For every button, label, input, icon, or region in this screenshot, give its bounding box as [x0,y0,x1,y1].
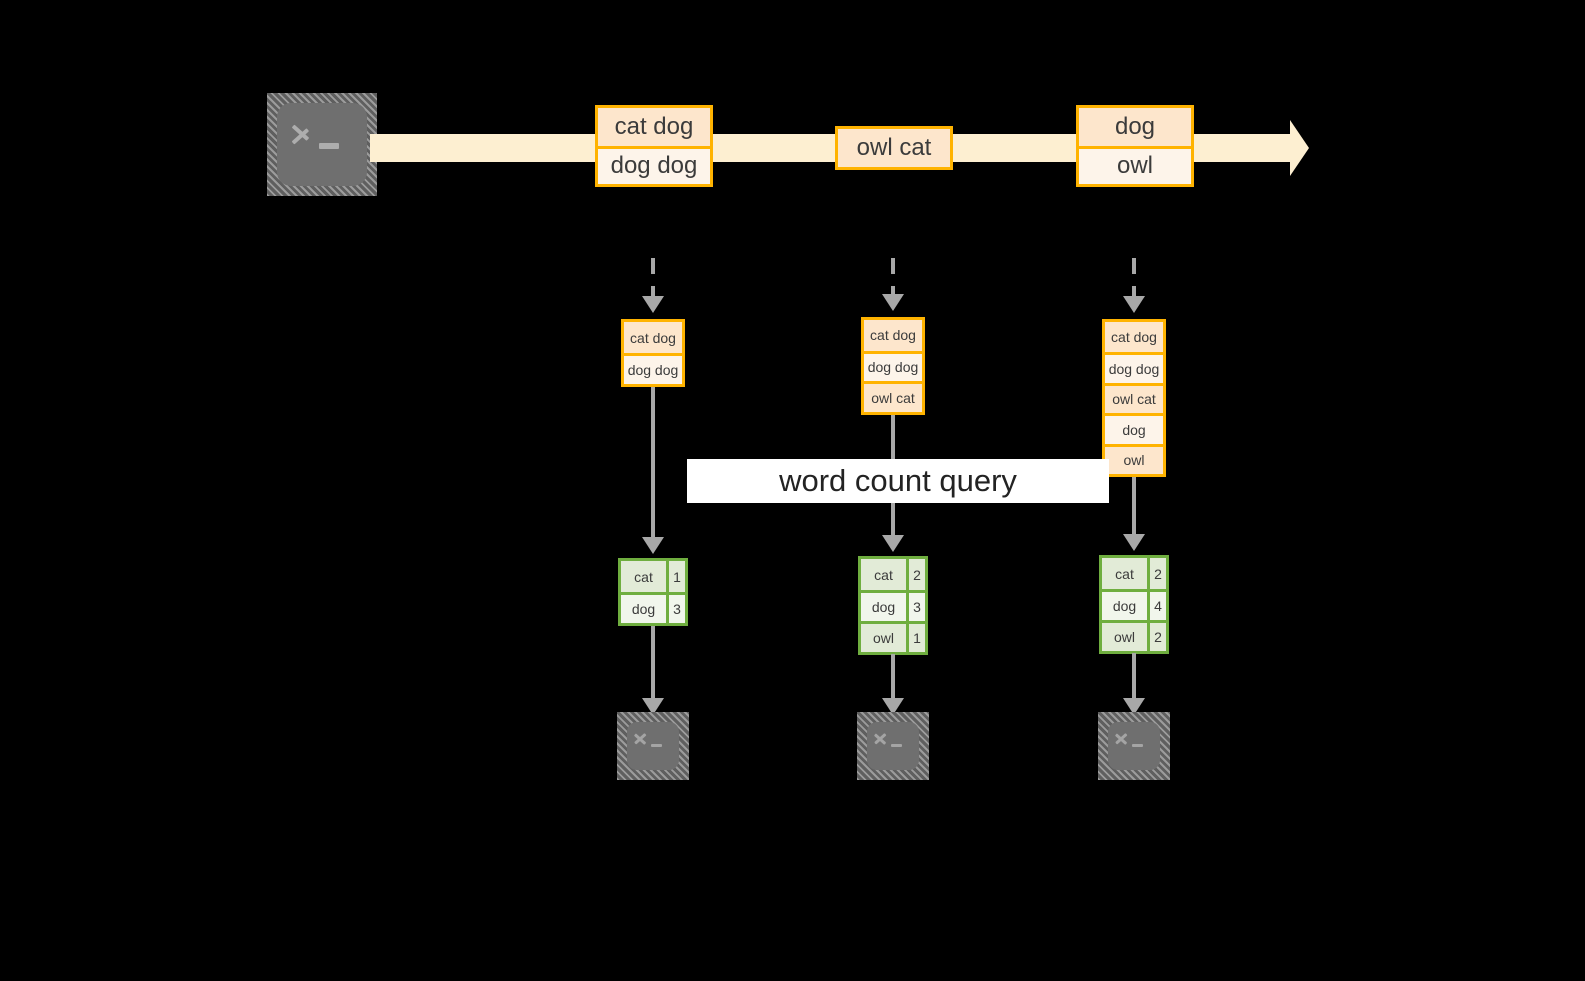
table-row: dog 3 [861,590,925,621]
prompt-underscore-icon [650,743,663,748]
accumulated-line: owl cat [864,381,922,412]
accumulated-line: cat dog [624,322,682,353]
arrow-down-icon [642,537,664,554]
result-word: cat [621,561,666,592]
trigger-1-input-line [651,258,655,298]
stream-arrowhead-icon [1290,120,1309,176]
query-banner: word count query [687,459,1109,503]
stream-batch-2: owl cat [835,126,953,170]
result-word: owl [861,624,906,652]
table-row: cat 2 [1102,558,1166,589]
prompt-underscore-icon [1131,743,1144,748]
prompt-chevron-icon [1116,731,1130,747]
trigger-3-input-line [1132,258,1136,298]
accumulated-line: owl cat [1105,382,1163,414]
result-word: dog [1102,592,1147,620]
prompt-chevron-icon [875,731,889,747]
terminal-screen [627,722,679,770]
result-count: 2 [1147,558,1166,589]
arrow-down-icon [882,535,904,552]
result-word: dog [861,593,906,621]
trigger-2-result-table: cat 2 dog 3 owl 1 [858,556,928,655]
trigger-3-sink-line [1132,653,1136,700]
prompt-underscore-icon [319,142,340,149]
arrow-down-icon [642,698,664,715]
arrow-down-dashed-icon [882,294,904,311]
stream-batch-1: cat dog dog dog [595,105,713,187]
stream-line: owl cat [838,129,950,167]
arrow-down-icon [1123,698,1145,715]
trigger-3-query-line [1132,477,1136,535]
trigger-2-input-line [891,258,895,298]
terminal-screen [277,103,367,186]
arrow-down-icon [1123,534,1145,551]
source-terminal-icon [267,93,377,196]
table-row: owl 2 [1102,620,1166,651]
result-count: 4 [1147,592,1166,620]
accumulated-line: owl [1105,443,1163,474]
result-count: 2 [1147,623,1166,651]
accumulated-line: dog dog [1105,352,1163,383]
trigger-3-result-table: cat 2 dog 4 owl 2 [1099,555,1169,654]
trigger-2-sink-terminal-icon [857,712,929,780]
result-count: 1 [666,561,685,592]
trigger-1-accumulated-box: cat dog dog dog [621,319,685,387]
result-count: 1 [906,624,925,652]
trigger-3-sink-terminal-icon [1098,712,1170,780]
trigger-1-sink-terminal-icon [617,712,689,780]
table-row: dog 4 [1102,589,1166,620]
stream-batch-3: dog owl [1076,105,1194,187]
accumulated-line: cat dog [1105,322,1163,353]
prompt-chevron-icon [293,120,313,150]
accumulated-line: dog dog [864,350,922,382]
stream-line: dog [1079,108,1191,146]
table-row: cat 2 [861,559,925,590]
terminal-screen [867,722,919,770]
trigger-1-sink-line [651,626,655,698]
result-word: dog [621,595,666,623]
prompt-underscore-icon [890,743,903,748]
result-count: 3 [666,595,685,623]
table-row: cat 1 [621,561,685,592]
stream-line: dog dog [598,145,710,184]
table-row: owl 1 [861,621,925,652]
accumulated-line: dog dog [624,353,682,384]
accumulated-line: dog [1105,413,1163,444]
trigger-1-result-table: cat 1 dog 3 [618,558,688,626]
result-count: 3 [906,593,925,621]
terminal-screen [1108,722,1160,770]
trigger-2-sink-line [891,654,895,700]
prompt-chevron-icon [635,731,649,747]
result-word: cat [861,559,906,590]
stream-line: owl [1079,145,1191,184]
arrow-down-icon [882,698,904,715]
stream-line: cat dog [598,108,710,146]
result-word: owl [1102,623,1147,651]
accumulated-line: cat dog [864,320,922,351]
trigger-1-query-line [651,387,655,537]
arrow-down-dashed-icon [1123,296,1145,313]
trigger-3-accumulated-box: cat dog dog dog owl cat dog owl [1102,319,1166,477]
table-row: dog 3 [621,592,685,623]
result-word: cat [1102,558,1147,589]
result-count: 2 [906,559,925,590]
arrow-down-dashed-icon [642,296,664,313]
trigger-2-accumulated-box: cat dog dog dog owl cat [861,317,925,415]
